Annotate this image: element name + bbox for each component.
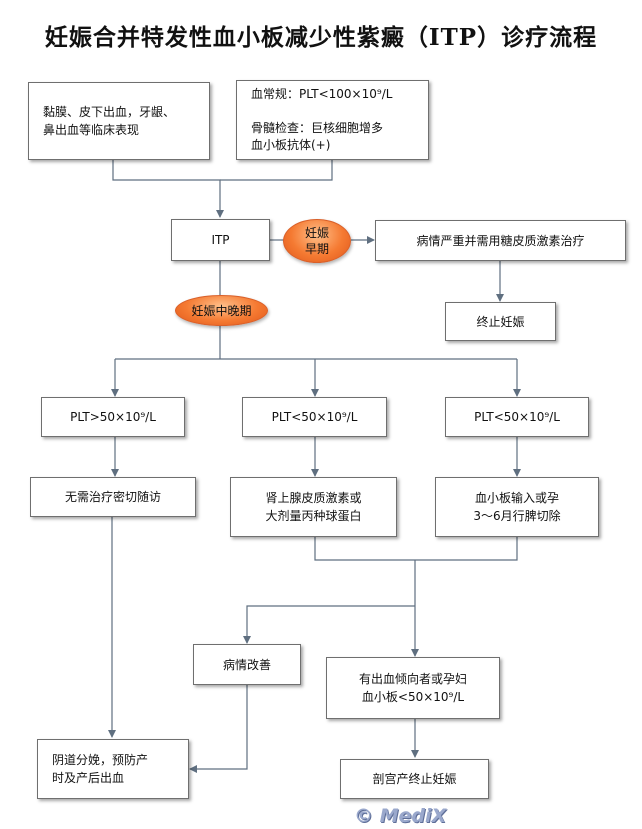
symptoms-text: 黏膜、皮下出血，牙龈、 鼻出血等临床表现 [43,105,176,137]
early-pregnancy-oval: 妊娠 早期 [283,219,351,263]
terminate-pregnancy-box: 终止妊娠 [445,302,556,341]
lab-findings-box: 血常规：PLT<100×10⁹/L 骨髓检查：巨核细胞增多 血小板抗体(+) [236,80,429,160]
follow-up-text: 无需治疗密切随访 [64,490,161,504]
bleeding-risk-text: 有出血倾向者或孕妇 血小板<50×10⁹/L [358,672,467,704]
vaginal-delivery-text: 阴道分娩，预防产 时及产后出血 [52,753,149,785]
plt-high-box: PLT>50×10⁹/L [41,397,185,437]
steroid-ivig-text: 肾上腺皮质激素或 大剂量丙种球蛋白 [265,491,362,523]
steroid-severe-box: 病情严重并需用糖皮质激素治疗 [375,220,626,261]
page-title: 妊娠合并特发性血小板减少性紫癜（ITP）诊疗流程 [44,24,598,51]
improved-text: 病情改善 [222,657,271,672]
plt-high-text: PLT>50×10⁹/L [70,410,156,424]
mid-late-pregnancy-oval: 妊娠中晚期 [175,295,268,326]
plt-low-box-1: PLT<50×10⁹/L [242,397,387,437]
platelet-transfusion-text: 血小板输入或孕 3～6月行脾切除 [473,491,561,523]
improved-box: 病情改善 [193,644,301,685]
lab-findings-text: 血常规：PLT<100×10⁹/L 骨髓检查：巨核细胞增多 血小板抗体(+) [251,87,393,152]
connector-symptoms-itp [112,160,224,218]
plt-low-text-2: PLT<50×10⁹/L [474,410,560,424]
medix-watermark: © MediX [354,805,447,827]
bleeding-risk-box: 有出血倾向者或孕妇 血小板<50×10⁹/L [326,657,500,719]
connector-steroid-merge [314,537,518,561]
itp-label: ITP [211,233,230,247]
early-pregnancy-label: 妊娠 早期 [304,226,329,256]
itp-box: ITP [171,219,270,261]
follow-up-box: 无需治疗密切随访 [30,477,196,517]
connector-improved-vaginal [189,685,248,773]
steroid-ivig-box: 肾上腺皮质激素或 大剂量丙种球蛋白 [230,477,397,537]
connector-merge-improved [243,605,415,644]
plt-low-text-1: PLT<50×10⁹/L [271,410,358,424]
mid-late-pregnancy-label: 妊娠中晚期 [191,303,252,318]
symptoms-box: 黏膜、皮下出血，牙龈、 鼻出血等临床表现 [28,82,210,160]
steroid-severe-text: 病情严重并需用糖皮质激素治疗 [416,233,585,248]
cesarean-box: 剖宫产终止妊娠 [340,759,489,799]
terminate-pregnancy-text: 终止妊娠 [476,314,525,329]
connector-labs-itp [220,160,333,181]
platelet-transfusion-box: 血小板输入或孕 3～6月行脾切除 [435,477,599,537]
plt-low-box-2: PLT<50×10⁹/L [445,397,589,437]
vaginal-delivery-box: 阴道分娩，预防产 时及产后出血 [37,739,189,799]
cesarean-text: 剖宫产终止妊娠 [372,772,457,786]
